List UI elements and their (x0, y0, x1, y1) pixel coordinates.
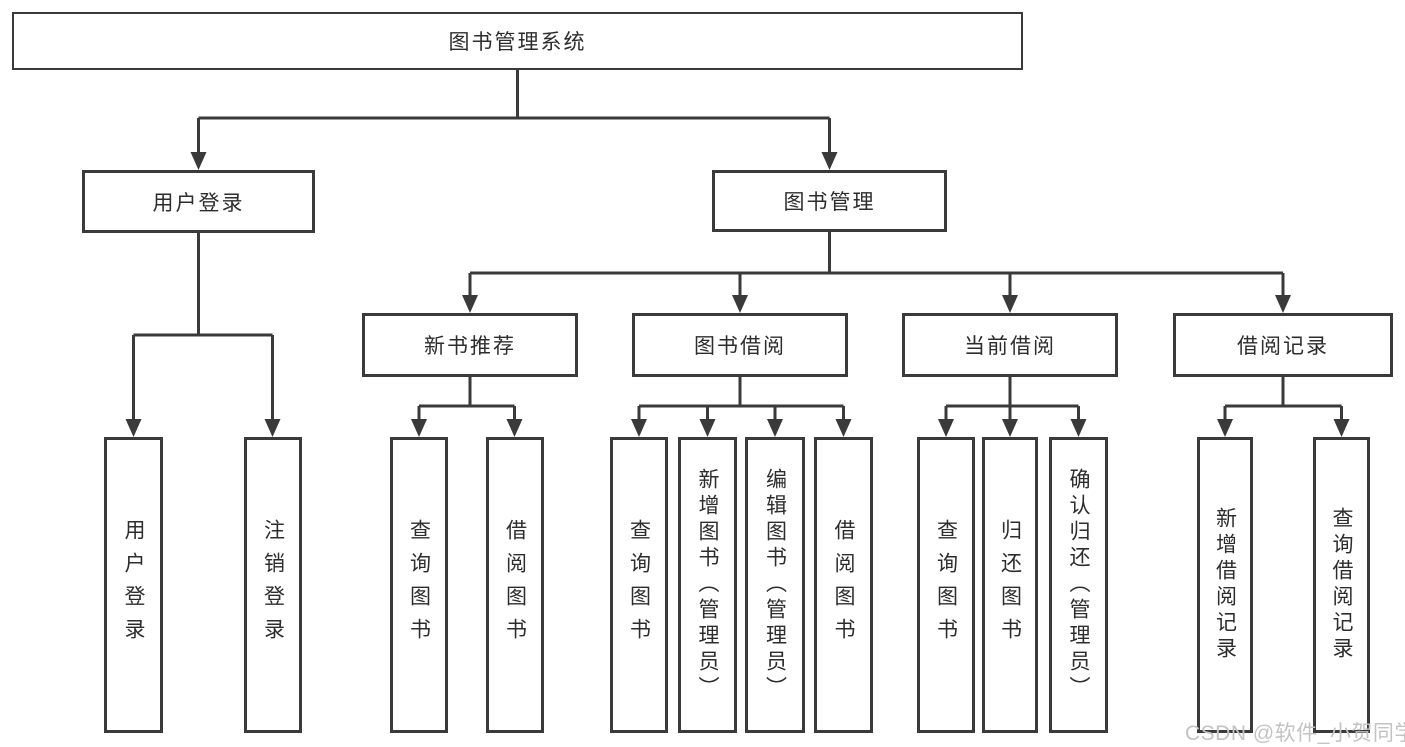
leaf-records-query-borrow-record: 查询借阅记录 (1313, 437, 1370, 733)
arrowhead (411, 419, 427, 437)
connector-borrowrecords-to-leaves (1223, 377, 1343, 419)
arrowhead (631, 419, 647, 437)
node-book-management: 图书管理 (712, 170, 947, 232)
arrowhead (462, 295, 478, 313)
arrowhead (1275, 295, 1291, 313)
leaf-newrec-query-books: 查询图书 (390, 437, 448, 733)
arrowhead (1217, 419, 1233, 437)
arrowhead (821, 152, 838, 170)
connector-currentborrow-to-leaves (944, 377, 1080, 419)
arrowhead (1070, 419, 1087, 437)
connector-bookborrow-to-leaves (637, 377, 845, 419)
connector-root-to-level2 (197, 70, 831, 152)
csdn-watermark: CSDN @软件_小贺同学 (1185, 722, 1405, 745)
leaf-borrowing-query-books: 查询图书 (610, 437, 668, 733)
arrowhead (1333, 419, 1350, 437)
node-book-borrowing: 图书借阅 (632, 313, 848, 377)
arrowhead (1002, 295, 1018, 313)
connector-userlogin-to-leaves (132, 233, 274, 419)
arrowhead (264, 419, 281, 437)
arrowhead (938, 419, 954, 437)
leaf-current-return-books: 归还图书 (982, 437, 1038, 733)
connector-newbookrec-to-leaves (417, 377, 516, 419)
arrowhead (699, 419, 716, 437)
connector-bookmgmt-to-level3 (468, 232, 1285, 295)
node-user-login: 用户登录 (82, 170, 315, 233)
leaf-logout: 注销登录 (244, 437, 302, 733)
leaf-borrowing-borrow-books: 借阅图书 (814, 437, 873, 733)
node-borrow-records: 借阅记录 (1173, 313, 1393, 377)
arrowhead (1002, 419, 1018, 437)
arrowhead (767, 419, 783, 437)
node-root-system: 图书管理系统 (12, 12, 1023, 70)
arrowhead (835, 419, 852, 437)
leaf-newrec-borrow-books: 借阅图书 (486, 437, 544, 733)
leaf-current-confirm-return-admin: 确认归还（管理员） (1049, 437, 1108, 733)
leaf-borrowing-edit-books-admin: 编辑图书（管理员） (745, 437, 805, 733)
leaf-records-add-borrow-record: 新增借阅记录 (1197, 437, 1253, 733)
leaf-borrowing-add-books-admin: 新增图书（管理员） (678, 437, 737, 733)
leaf-current-query-books: 查询图书 (917, 437, 975, 733)
arrowhead (732, 295, 748, 313)
arrowhead (125, 419, 142, 437)
leaf-user-login: 用户登录 (104, 437, 163, 733)
arrowhead (190, 152, 207, 170)
node-new-book-recommend: 新书推荐 (362, 313, 578, 377)
arrowhead (506, 419, 523, 437)
node-current-borrowing: 当前借阅 (902, 313, 1118, 377)
